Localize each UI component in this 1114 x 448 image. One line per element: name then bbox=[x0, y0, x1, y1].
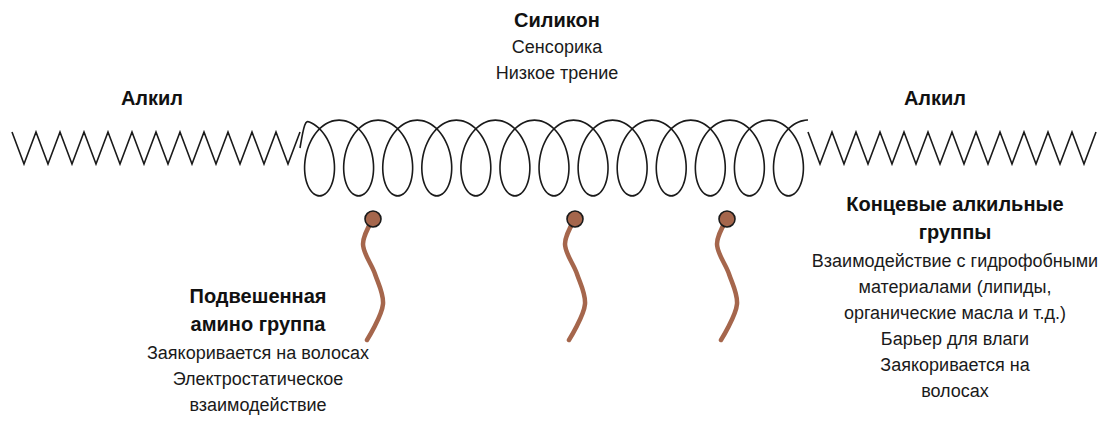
note-label: Сенсорика bbox=[457, 34, 657, 60]
heading-label: Алкил bbox=[82, 84, 222, 112]
alkyl-chain bbox=[12, 132, 300, 164]
amino-dot bbox=[719, 211, 735, 227]
note-label: Взаимодействие с гидрофобными материалам… bbox=[805, 248, 1105, 326]
silicone-coil bbox=[300, 120, 808, 196]
heading-label: Концевые алкильные группы bbox=[840, 190, 1070, 246]
amino-dot bbox=[365, 211, 381, 227]
note-label: Заякоривается на волосах bbox=[850, 352, 1060, 404]
note-label: Барьер для влаги bbox=[805, 326, 1105, 352]
amino-chain bbox=[565, 219, 585, 340]
note-label: Электростатическое взаимодействие bbox=[138, 366, 378, 418]
note-label: Заякоривается на волосах bbox=[123, 340, 393, 366]
alkyl-chain bbox=[808, 132, 1096, 164]
amino-chain bbox=[363, 219, 383, 340]
heading-label: Алкил bbox=[865, 84, 1005, 112]
amino-chain bbox=[717, 219, 737, 340]
heading-label: Силикон bbox=[457, 6, 657, 34]
amino-dot bbox=[567, 211, 583, 227]
heading-label: Подвешенная амино группа bbox=[168, 282, 348, 338]
note-label: Низкое трение bbox=[457, 60, 657, 86]
